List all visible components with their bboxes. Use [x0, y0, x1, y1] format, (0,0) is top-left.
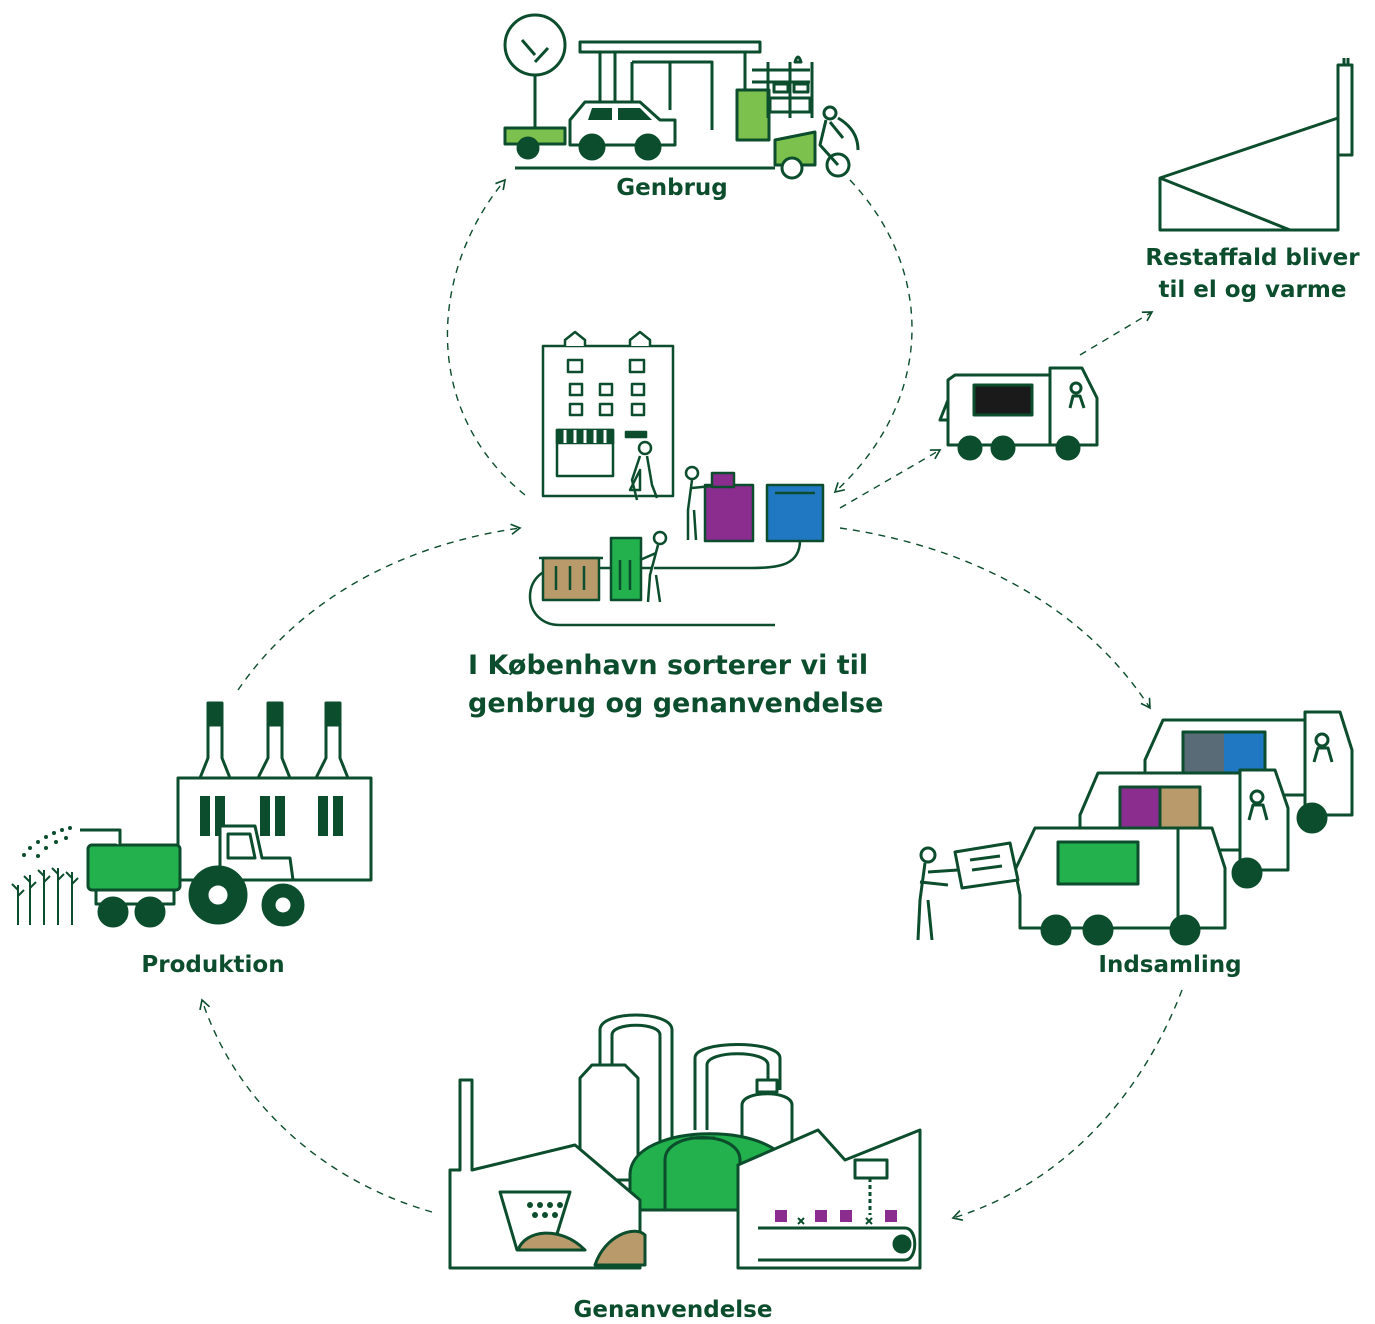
residual-waste-truck-illustration [938, 366, 1099, 461]
arrow-center-to-indsamling [839, 527, 1151, 710]
arrow-truck-to-incinerator [1079, 311, 1154, 356]
label-restaffald: Restaffald bliver til el og varme [1130, 242, 1375, 306]
title-line-1: I København sorterer vi til [468, 650, 869, 681]
cycle-arrows [199, 178, 1183, 1222]
diagram-title: I København sorterer vi til genbrug og g… [468, 647, 908, 723]
city-sorting-illustration [528, 330, 825, 627]
label-produktion: Produktion [141, 952, 285, 978]
arrow-center-to-truck [839, 449, 942, 509]
label-restaffald-line-1: Restaffald bliver [1145, 245, 1360, 271]
label-genanvendelse: Genanvendelse [573, 1297, 773, 1323]
label-indsamling: Indsamling [1098, 952, 1242, 978]
production-factory-illustration [11, 701, 373, 928]
title-line-2: genbrug og genanvendelse [468, 688, 884, 719]
recycling-plant-illustration [448, 1013, 922, 1270]
arrow-genbrug-to-center [833, 179, 913, 494]
genbrug-station-illustration [503, 13, 860, 180]
arrow-indsamling-to-genanvendelse [951, 989, 1183, 1222]
arrow-center-to-genbrug [446, 178, 526, 496]
arrow-produktion-to-center [237, 523, 522, 691]
arrow-genanvendelse-to-produktion [199, 998, 433, 1213]
incinerator-illustration [1158, 58, 1354, 232]
label-genbrug: Genbrug [616, 175, 728, 201]
label-restaffald-line-2: til el og varme [1158, 277, 1347, 303]
collection-trucks-illustration [916, 710, 1354, 946]
